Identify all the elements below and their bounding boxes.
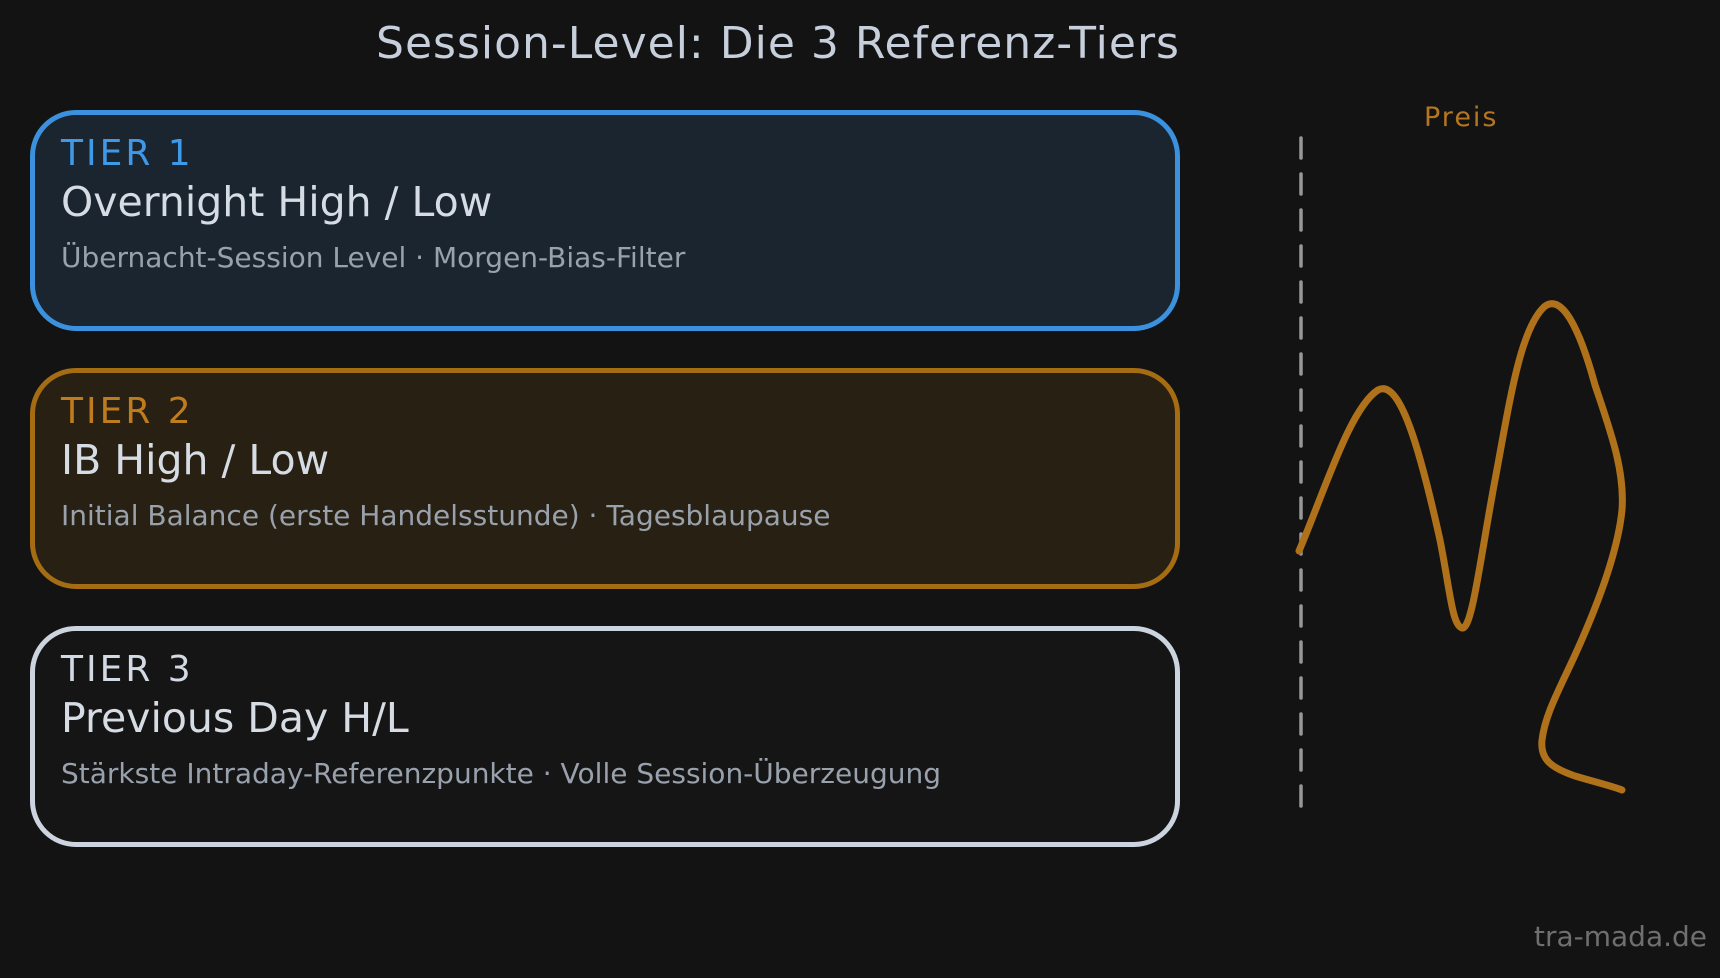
tier2-card: TIER 2 IB High / Low Initial Balance (er… (30, 368, 1180, 589)
price-axis-label: Preis (1424, 102, 1499, 133)
tier1-card: TIER 1 Overnight High / Low Übernacht-Se… (30, 110, 1180, 331)
tier3-card: TIER 3 Previous Day H/L Stärkste Intrada… (30, 626, 1180, 847)
tier3-title: Previous Day H/L (61, 694, 409, 743)
price-curve-path (1295, 300, 1626, 794)
tier3-description: Stärkste Intraday-Referenzpunkte · Volle… (61, 757, 942, 791)
tier1-title: Overnight High / Low (61, 178, 493, 227)
tier2-title: IB High / Low (61, 436, 330, 485)
tier2-description: Initial Balance (erste Handelsstunde) · … (61, 499, 831, 533)
tier1-description: Übernacht-Session Level · Morgen-Bias-Fi… (61, 241, 686, 275)
tier1-label: TIER 1 (61, 133, 194, 174)
diagram-title: Session-Level: Die 3 Referenz-Tiers (376, 18, 1180, 69)
tier3-label: TIER 3 (61, 649, 194, 690)
watermark: tra-mada.de (1534, 920, 1708, 953)
tier2-label: TIER 2 (61, 391, 194, 432)
